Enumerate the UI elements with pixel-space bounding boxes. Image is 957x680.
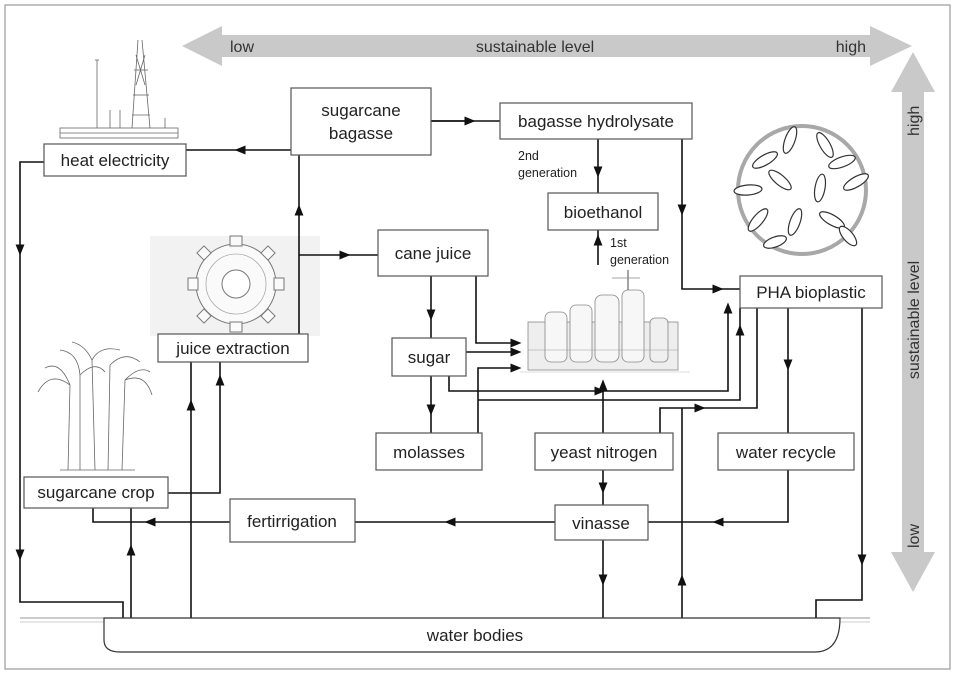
sugarcane-bagasse-line2: bagasse xyxy=(329,124,393,143)
hscale-low-label: low xyxy=(230,39,254,56)
first-gen-line1: 1st xyxy=(610,236,627,250)
vscale-title: sustainable level xyxy=(906,261,923,379)
node-fertirrigation: fertirrigation xyxy=(229,498,356,543)
sugarcane-crop-label: sugarcane crop xyxy=(37,483,154,502)
vscale-high-label: high xyxy=(906,106,923,136)
node-juice-extraction: juice extraction xyxy=(157,333,309,363)
water-recycle-label: water recycle xyxy=(735,443,836,462)
node-bagasse-hydrolysate: bagasse hydrolysate xyxy=(499,102,693,140)
hscale-high-label: high xyxy=(836,39,866,56)
bioethanol-label: bioethanol xyxy=(564,203,642,222)
vertical-scale-arrow: high sustainable level low xyxy=(891,52,935,592)
vinasse-label: vinasse xyxy=(572,514,630,533)
juice-extraction-label: juice extraction xyxy=(175,339,289,358)
gear-illustration xyxy=(150,235,320,336)
node-sugar: sugar xyxy=(391,337,467,377)
second-gen-line2: generation xyxy=(518,166,577,180)
first-gen-line2: generation xyxy=(610,253,669,267)
node-sugarcane-crop: sugarcane crop xyxy=(23,476,169,509)
node-molasses: molasses xyxy=(375,432,483,471)
outer-border xyxy=(4,4,951,670)
biorefinery-plant-illustration xyxy=(520,270,690,373)
node-heat-electricity: heat electricity xyxy=(43,143,187,177)
vscale-low-label: low xyxy=(906,524,923,548)
heat-electricity-label: heat electricity xyxy=(61,151,170,170)
water-bodies-label: water bodies xyxy=(426,626,523,645)
node-yeast-nitrogen: yeast nitrogen xyxy=(534,432,674,471)
node-bioethanol: bioethanol xyxy=(547,192,659,231)
node-sugarcane-bagasse: sugarcane bagasse xyxy=(290,87,432,156)
horizontal-scale-arrow: low sustainable level high xyxy=(182,26,912,66)
pha-bioplastic-label: PHA bioplastic xyxy=(756,283,866,302)
node-water-bodies: water bodies xyxy=(20,617,870,653)
fertirrigation-label: fertirrigation xyxy=(247,512,337,531)
sugar-label: sugar xyxy=(408,348,451,367)
yeast-nitrogen-label: yeast nitrogen xyxy=(551,443,658,462)
connectors xyxy=(15,116,867,618)
second-gen-line1: 2nd xyxy=(518,149,539,163)
sugarcane-bagasse-line1: sugarcane xyxy=(321,101,400,120)
node-cane-juice: cane juice xyxy=(377,229,489,277)
drilling-rig-illustration xyxy=(59,39,179,139)
hscale-title: sustainable level xyxy=(476,39,594,56)
node-water-recycle: water recycle xyxy=(717,432,855,471)
sugarcane-plant-illustration xyxy=(37,341,153,471)
node-vinasse: vinasse xyxy=(554,504,649,541)
molasses-label: molasses xyxy=(393,443,465,462)
cane-juice-label: cane juice xyxy=(395,244,472,263)
bacteria-cells-illustration xyxy=(733,124,869,256)
node-pha-bioplastic: PHA bioplastic xyxy=(739,275,883,309)
bagasse-hydrolysate-label: bagasse hydrolysate xyxy=(518,112,674,131)
